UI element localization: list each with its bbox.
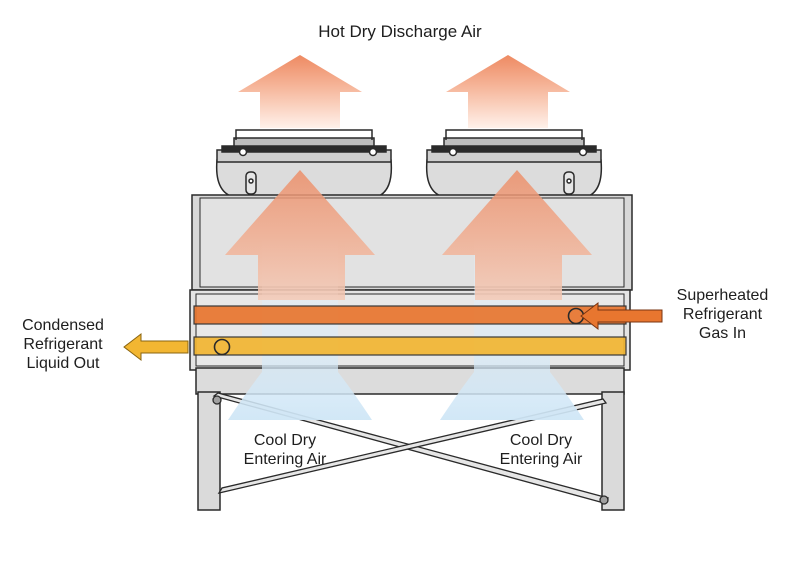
air-right-line-1: Cool Dry bbox=[509, 432, 573, 449]
cross-bracing bbox=[212, 392, 610, 505]
liquid-out-line-3: Liquid Out bbox=[26, 355, 100, 372]
entering-air-label-left: Cool Dry Entering Air bbox=[222, 431, 348, 469]
air-left-line-1: Cool Dry bbox=[253, 432, 317, 449]
air-left-line-2: Entering Air bbox=[243, 451, 327, 468]
liquid-out-line-1: Condensed bbox=[22, 317, 104, 334]
liquid-outlet-port bbox=[213, 338, 231, 356]
liquid-out-arrow bbox=[123, 332, 189, 362]
gas-in-arrow bbox=[580, 301, 663, 331]
gas-in-line-3: Gas In bbox=[698, 325, 747, 342]
liquid-out-label: Condensed Refrigerant Liquid Out bbox=[8, 316, 118, 373]
entering-air-label-right: Cool Dry Entering Air bbox=[478, 431, 604, 469]
hot-air-arrow-inner-right bbox=[442, 170, 592, 300]
hot-discharge-arrow-right bbox=[446, 55, 570, 128]
support-legs bbox=[197, 391, 625, 511]
discharge-air-title: Hot Dry Discharge Air bbox=[318, 22, 482, 41]
liquid-out-line-2: Refrigerant bbox=[23, 336, 103, 353]
hot-air-arrow-inner-left bbox=[225, 170, 375, 300]
liquid-pipe bbox=[193, 336, 627, 356]
gas-in-line-1: Superheated bbox=[676, 287, 769, 304]
gas-in-label: Superheated Refrigerant Gas In bbox=[660, 286, 785, 343]
gas-pipe bbox=[193, 305, 627, 325]
coil-section bbox=[189, 289, 631, 371]
air-right-line-2: Entering Air bbox=[499, 451, 583, 468]
gas-in-line-2: Refrigerant bbox=[682, 306, 763, 323]
hot-discharge-arrow-left bbox=[238, 55, 362, 128]
